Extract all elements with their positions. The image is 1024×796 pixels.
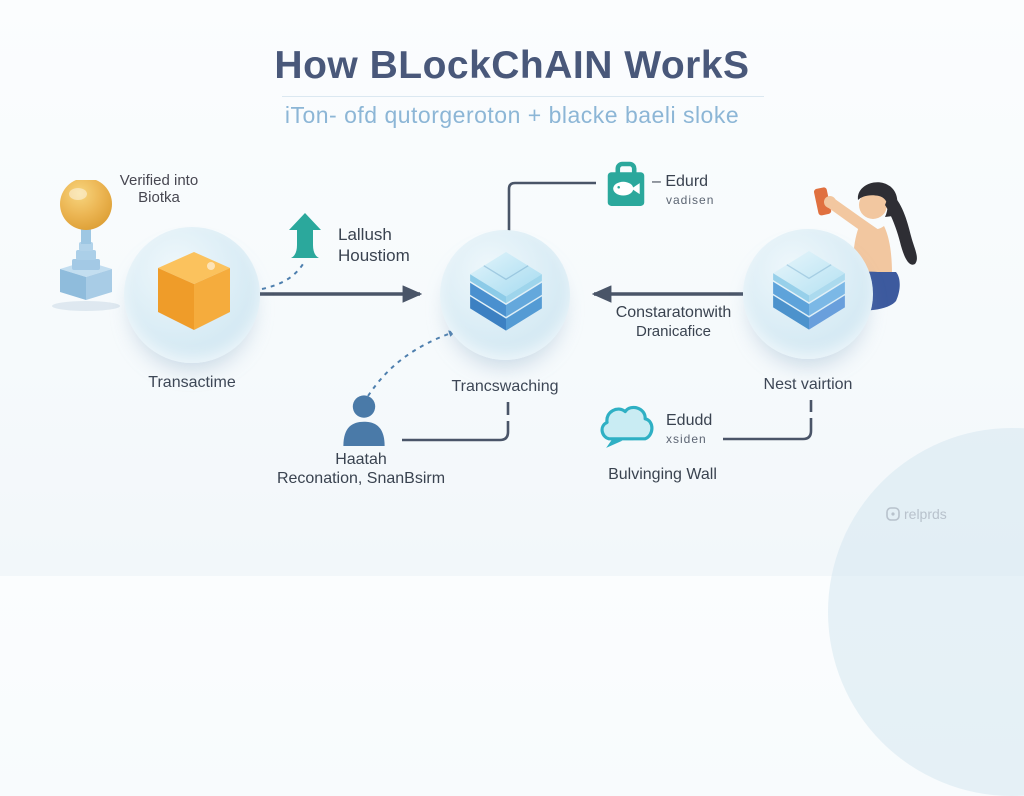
cloud-caption: Bulvinging Wall <box>608 466 717 483</box>
up-arrow-icon <box>289 213 321 258</box>
title-divider <box>282 96 764 97</box>
dashed-curve-user <box>367 330 456 397</box>
consensus-note-line2: Dranicafice <box>635 323 712 340</box>
block-node-label: Trancswaching <box>451 378 559 395</box>
user-callout-line1: Haatah <box>335 451 387 468</box>
block-stack-icon <box>470 252 542 331</box>
hash-callout-line2: Houstiom <box>338 246 410 265</box>
connector-center-to-user <box>402 421 510 442</box>
user-callout: Haatah Reconation, SnanBsirm <box>272 450 450 488</box>
pawn-node-icon <box>52 180 120 311</box>
bag-callout: – Edurd vadisen <box>652 173 714 207</box>
verified-note-line2: Biotka <box>138 189 180 206</box>
watermark-logo-icon <box>886 507 900 521</box>
user-callout-line2: Reconation, SnanBsirm <box>276 470 446 487</box>
cloud-icon <box>600 405 654 448</box>
transaction-node-label: Transactime <box>148 374 236 391</box>
hash-callout: Lallush Houstiom <box>338 224 410 266</box>
connector-layer <box>260 181 813 442</box>
bag-callout-line2: vadisen <box>666 193 715 207</box>
bag-callout-line1: – Edurd <box>652 173 709 190</box>
cloud-callout: Edudd xsiden <box>666 412 712 446</box>
bag-icon <box>607 161 645 206</box>
cloud-callout-line2: xsiden <box>666 432 707 446</box>
user-icon <box>343 395 385 446</box>
verified-note: Verified into Biotka <box>100 172 218 206</box>
connector-right-to-cloud <box>723 418 813 441</box>
orange-cube-icon <box>158 252 230 330</box>
connector-center-to-bag <box>507 181 596 231</box>
hash-callout-line1: Lallush <box>338 225 392 244</box>
dashed-curve-hash <box>261 263 304 290</box>
consensus-note: Constaratonwith Dranicafice <box>596 303 751 341</box>
verified-note-line1: Verified into <box>119 172 199 189</box>
chain-node-label: Nest vairtion <box>763 376 853 393</box>
chain-stack-icon <box>773 251 845 330</box>
watermark-text: relprds <box>904 506 947 522</box>
page-title: How BLockChAIN WorkS <box>274 44 750 87</box>
cloud-callout-line1: Edudd <box>666 412 713 429</box>
watermark: relprds <box>886 506 947 522</box>
consensus-note-line1: Constaratonwith <box>615 304 732 321</box>
page-subtitle: iTon- ofd qutorgeroton + blacke baeli sl… <box>284 102 740 128</box>
